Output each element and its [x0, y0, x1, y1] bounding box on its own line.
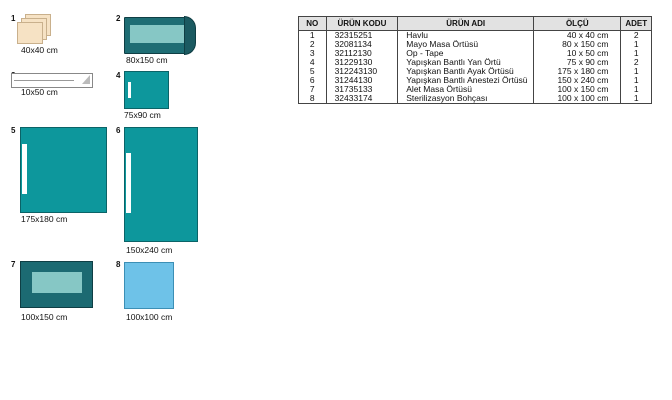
cell-size: 150 x 240 cm — [533, 76, 622, 85]
header-no: NO — [298, 16, 327, 31]
cell-qty: 1 — [620, 67, 652, 76]
table-row: 3 32112130 Op - Tape 10 x 50 cm 1 — [298, 49, 652, 58]
header-name: ÜRÜN ADI — [397, 16, 535, 31]
item-number-7: 7 — [11, 260, 16, 269]
towel-illustration — [17, 14, 51, 44]
item-number-5: 5 — [11, 126, 16, 135]
item-size-6: 150x240 cm — [126, 245, 173, 255]
cell-size: 75 x 90 cm — [533, 58, 622, 67]
cell-size: 100 x 100 cm — [533, 94, 622, 104]
table-row: 7 31735133 Alet Masa Örtüsü 100 x 150 cm… — [298, 85, 652, 94]
item-size-2: 80x150 cm — [126, 55, 168, 65]
product-table: NO ÜRÜN KODU ÜRÜN ADI ÖLÇÜ ADET 1 323152… — [298, 16, 652, 104]
item-size-5: 175x180 cm — [21, 214, 68, 224]
item-size-4: 75x90 cm — [124, 110, 161, 120]
cell-size: 10 x 50 cm — [533, 49, 622, 58]
mayo-cover-illustration — [124, 16, 196, 55]
item-number-6: 6 — [116, 126, 121, 135]
cell-qty: 1 — [620, 85, 652, 94]
table-row: 5 312243130 Yapışkan Bantlı Ayak Örtüsü … — [298, 67, 652, 76]
cell-size: 40 x 40 cm — [533, 30, 622, 40]
cell-size: 80 x 150 cm — [533, 40, 622, 49]
item-number-2: 2 — [116, 14, 121, 23]
cell-name: Sterilizasyon Bohçası — [397, 94, 535, 104]
item-number-8: 8 — [116, 260, 121, 269]
side-drape-illustration — [124, 71, 169, 109]
cell-qty: 2 — [620, 30, 652, 40]
item-number-4: 4 — [116, 71, 121, 80]
table-row: 6 31244130 Yapışkan Bantlı Anestezi Örtü… — [298, 76, 652, 85]
item-number-1: 1 — [11, 14, 16, 23]
cell-code: 32433174 — [325, 94, 399, 104]
cell-qty: 2 — [620, 58, 652, 67]
header-qty: ADET — [620, 16, 652, 31]
item-size-7: 100x150 cm — [21, 312, 68, 322]
item-size-1: 40x40 cm — [21, 45, 58, 55]
header-size: ÖLÇÜ — [533, 16, 622, 31]
table-row: 2 32081134 Mayo Masa Örtüsü 80 x 150 cm … — [298, 40, 652, 49]
sterilization-wrap-illustration — [124, 262, 174, 309]
item-size-8: 100x100 cm — [126, 312, 173, 322]
cell-size: 100 x 150 cm — [533, 85, 622, 94]
table-row: 8 32433174 Sterilizasyon Bohçası 100 x 1… — [298, 94, 652, 104]
header-code: ÜRÜN KODU — [325, 16, 399, 31]
anesthesia-drape-illustration — [124, 127, 198, 242]
cell-qty: 1 — [620, 76, 652, 85]
tape-illustration — [11, 73, 93, 88]
cell-qty: 1 — [620, 49, 652, 58]
instrument-cover-illustration — [20, 261, 93, 308]
table-row: 4 31229130 Yapışkan Bantlı Yan Örtü 75 x… — [298, 58, 652, 67]
table-row: 1 32315251 Havlu 40 x 40 cm 2 — [298, 30, 652, 40]
foot-drape-illustration — [20, 127, 107, 213]
cell-no: 8 — [298, 94, 327, 104]
item-size-3: 10x50 cm — [21, 87, 58, 97]
cell-qty: 1 — [620, 94, 652, 104]
cell-size: 175 x 180 cm — [533, 67, 622, 76]
cell-qty: 1 — [620, 40, 652, 49]
table-header-row: NO ÜRÜN KODU ÜRÜN ADI ÖLÇÜ ADET — [298, 16, 652, 31]
